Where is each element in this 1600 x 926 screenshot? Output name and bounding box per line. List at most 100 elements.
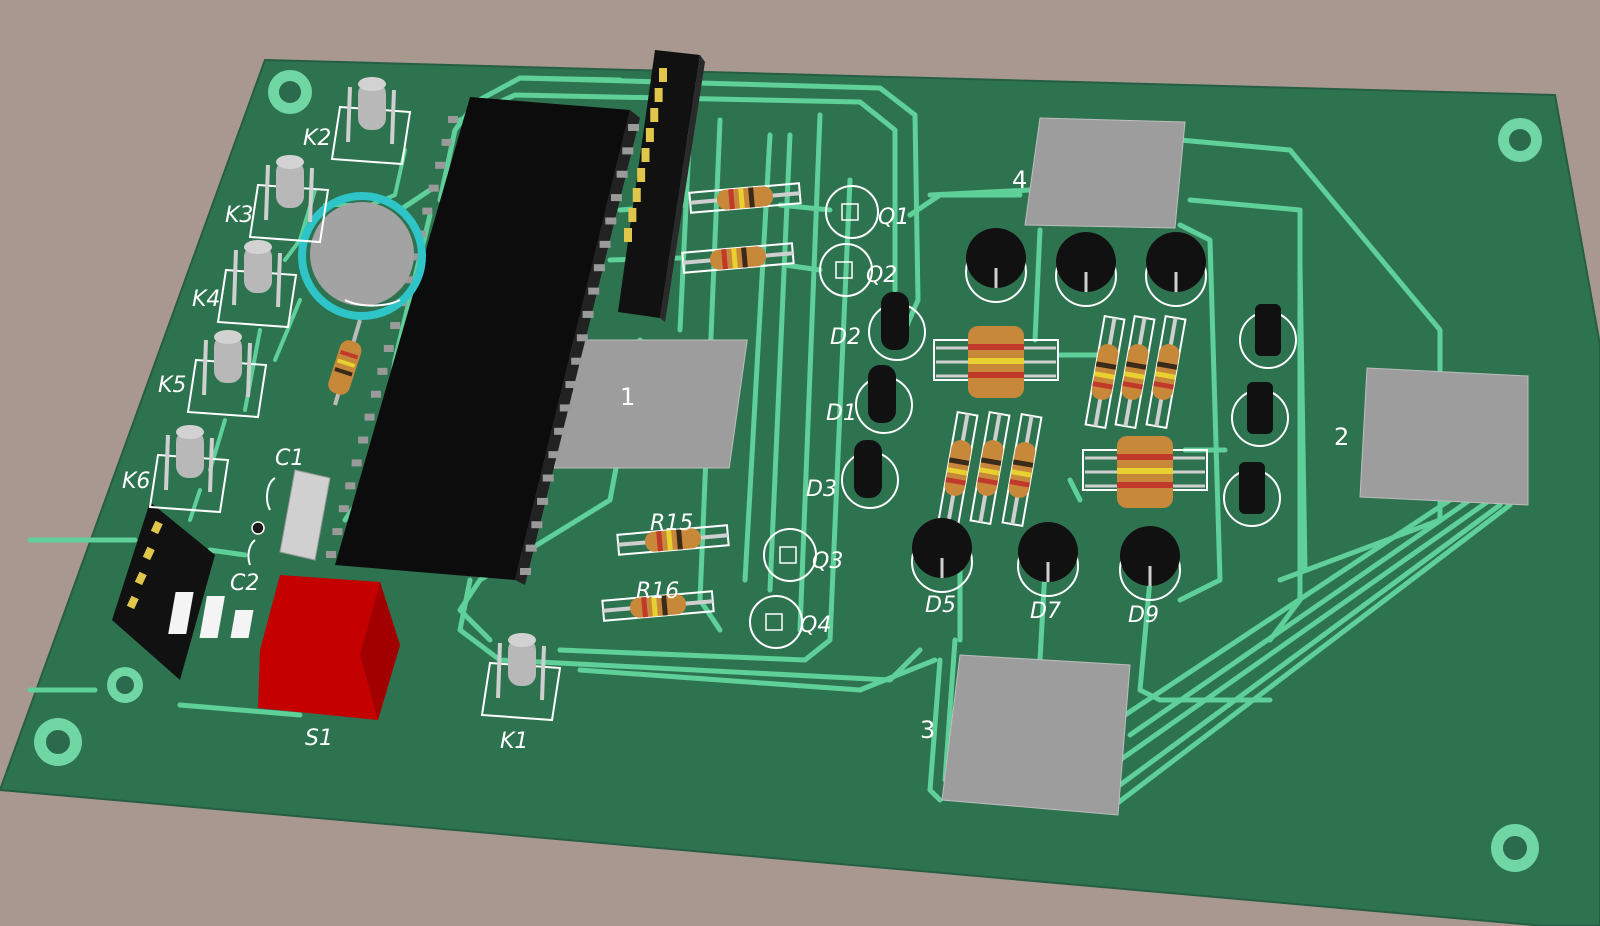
header-pin — [654, 88, 663, 102]
ic-pin — [554, 427, 566, 435]
label-D1: D1 — [826, 401, 857, 426]
ic-pin — [441, 138, 452, 146]
ic-pin — [370, 390, 381, 398]
ic-pin — [599, 240, 611, 248]
label-K5: K5 — [158, 373, 186, 398]
label-C2: C2 — [230, 571, 259, 596]
ic-pin — [537, 497, 549, 505]
mounting-hole-header-left — [107, 667, 143, 703]
pad-4-label: 4 — [1012, 166, 1027, 194]
ic-pin — [559, 404, 571, 412]
transistor-outline — [749, 595, 803, 649]
pad-1-label: 1 — [620, 383, 635, 411]
ic-pin — [593, 264, 605, 272]
buzzer — [298, 192, 426, 320]
ic-pin — [428, 184, 439, 192]
dip-switch-s1 — [168, 575, 400, 720]
ic-pin — [565, 381, 577, 389]
resistor-left — [328, 319, 362, 406]
ic-pin — [571, 357, 583, 365]
label-K6: K6 — [122, 469, 150, 494]
label-Q1: Q1 — [878, 205, 909, 230]
round-transistor — [965, 228, 1027, 303]
label-R15: R15 — [650, 511, 693, 536]
label-Q2: Q2 — [866, 263, 897, 288]
header-connector-left — [112, 502, 215, 680]
label-K1: K1 — [500, 729, 528, 754]
ic-pin — [345, 482, 356, 490]
ic-pin — [383, 344, 394, 352]
ic-pin — [332, 528, 343, 536]
mounting-hole-bottom-right — [1491, 824, 1539, 872]
header-pin — [637, 168, 646, 182]
resistor — [1145, 314, 1187, 430]
ic-pin — [622, 147, 634, 155]
ic-pin — [616, 170, 628, 178]
push-button — [480, 633, 562, 722]
label-K4: K4 — [192, 287, 220, 312]
ic-pin — [351, 459, 362, 467]
ic-pin — [338, 505, 349, 513]
label-Q3: Q3 — [812, 549, 843, 574]
pad-2 — [1359, 367, 1529, 506]
ic-pin — [377, 367, 388, 375]
resistor — [681, 242, 795, 274]
capacitor-c1 — [266, 469, 331, 561]
header-pin — [641, 148, 650, 162]
ic-pin — [448, 116, 458, 123]
round-transistor — [1119, 526, 1181, 601]
ic-pin — [582, 310, 594, 318]
ic-pin — [605, 217, 617, 225]
pad-4 — [1024, 117, 1186, 229]
header-pin — [624, 228, 632, 242]
header-pin — [628, 208, 637, 222]
resistor — [601, 590, 715, 622]
resistor — [937, 410, 979, 526]
diode — [868, 292, 926, 361]
push-button — [330, 77, 412, 166]
ic-pin — [326, 551, 336, 558]
ic-pin — [628, 124, 639, 131]
mounting-hole-top-left — [268, 70, 312, 114]
label-D7: D7 — [1030, 599, 1061, 624]
diode — [1223, 462, 1281, 527]
round-transistor — [1145, 232, 1207, 307]
pad-3-label: 3 — [920, 716, 935, 744]
transistor-outline — [763, 528, 817, 582]
label-S1: S1 — [305, 726, 333, 751]
header-pin — [645, 128, 654, 142]
diode — [1231, 382, 1289, 447]
push-button — [216, 240, 298, 329]
ic-pin — [548, 451, 560, 459]
round-transistor — [911, 518, 973, 593]
label-Q4: Q4 — [800, 613, 831, 638]
resistor — [1084, 314, 1126, 430]
mounting-hole-top-right — [1498, 118, 1542, 162]
pad-2-label: 2 — [1334, 423, 1349, 451]
round-transistor — [1055, 232, 1117, 307]
ic-pin — [409, 253, 420, 261]
ic-pin — [358, 436, 369, 444]
diode — [841, 440, 899, 509]
ic-pin — [576, 334, 588, 342]
label-D9: D9 — [1128, 603, 1159, 628]
header-pin — [632, 188, 641, 202]
label-K2: K2 — [303, 126, 331, 151]
pad-3 — [941, 654, 1131, 816]
ic-pin — [520, 568, 531, 575]
ic-pin — [588, 287, 600, 295]
header-pin — [659, 68, 667, 82]
push-button — [148, 425, 230, 514]
ic-pin — [403, 276, 414, 284]
resistor — [616, 524, 730, 556]
transistor-outline — [819, 243, 873, 297]
resistor — [1001, 412, 1043, 528]
pad-1 — [553, 339, 748, 469]
ic-pin — [525, 544, 537, 552]
resistor-network — [1082, 436, 1208, 508]
header-connector-top — [618, 50, 705, 322]
push-button — [186, 330, 268, 419]
ic-pin — [542, 474, 554, 482]
transistor-outline — [825, 185, 879, 239]
